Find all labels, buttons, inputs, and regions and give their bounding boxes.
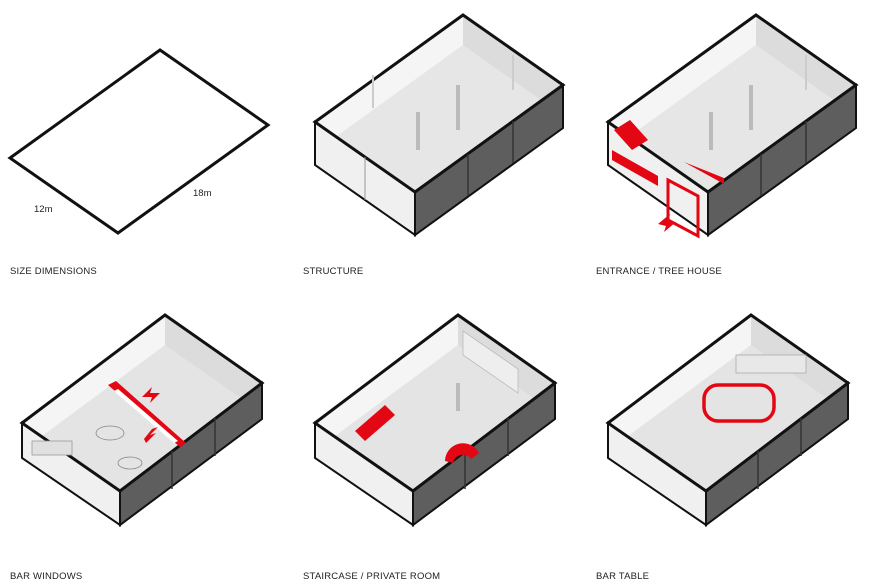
entrance-arrow-icon	[658, 214, 676, 232]
caption-entrance: ENTRANCE / TREE HOUSE	[596, 266, 722, 277]
panel-staircase: STAIRCASE / PRIVATE ROOM	[293, 293, 586, 586]
box-shell	[605, 13, 859, 237]
private-room-block	[355, 405, 395, 441]
bar-table-loop	[702, 383, 776, 423]
entrance-door-frame	[666, 177, 700, 239]
arrow-up-icon	[142, 387, 160, 403]
tree-house-block	[614, 120, 648, 150]
caption-bar-table: BAR TABLE	[596, 571, 650, 582]
panel-structure: STRUCTURE	[293, 0, 586, 293]
bar-windows-highlight	[108, 381, 186, 447]
panel-bar-windows: BAR WINDOWS	[0, 293, 293, 586]
box-shell	[19, 313, 265, 527]
spiral-staircase	[445, 443, 479, 463]
entrance-canopy	[612, 150, 658, 186]
staircase-diagram	[312, 313, 558, 527]
dim-length-label: 18m	[193, 188, 212, 199]
bar-table-highlight	[702, 383, 776, 423]
box-shell	[312, 13, 566, 237]
caption-bar-windows: BAR WINDOWS	[10, 571, 83, 582]
box-shell	[605, 313, 851, 527]
dim-width-label: 12m	[34, 204, 53, 215]
bar-windows-diagram	[19, 313, 265, 527]
size-diagram: 12m 18m	[7, 48, 271, 235]
staircase-highlight	[355, 405, 479, 463]
panel-entrance: ENTRANCE / TREE HOUSE	[586, 0, 879, 293]
arrow-down-icon	[144, 427, 158, 443]
bar-table-diagram	[605, 313, 851, 527]
caption-size-dimensions: SIZE DIMENSIONS	[10, 266, 97, 277]
roof-wedge	[684, 162, 724, 184]
caption-staircase: STAIRCASE / PRIVATE ROOM	[303, 571, 441, 582]
structure-diagram	[312, 13, 566, 237]
entrance-highlight	[612, 120, 724, 239]
panel-bar-table: BAR TABLE	[586, 293, 879, 586]
entrance-diagram	[605, 13, 859, 239]
site-outline	[7, 48, 271, 235]
caption-structure: STRUCTURE	[303, 266, 364, 277]
panel-size-dimensions: 12m 18m SIZE DIMENSIONS	[0, 0, 293, 293]
box-shell	[312, 313, 558, 527]
